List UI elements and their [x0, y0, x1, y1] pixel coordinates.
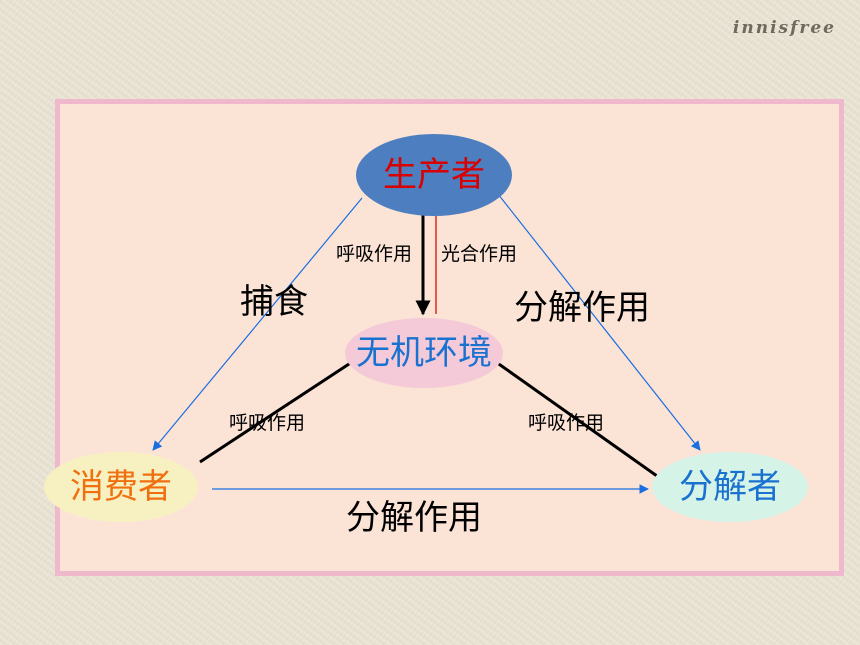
label-consumer-decomposition: 分解作用: [346, 498, 482, 538]
arrow-producer-to-decomposer: [497, 193, 701, 451]
label-producer-decomposition: 分解作用: [514, 288, 650, 328]
label-predation: 捕食: [240, 282, 308, 322]
consumer-node: 消费者: [44, 452, 198, 522]
innisfree-logo: innisfree: [732, 18, 836, 38]
decomposer-node: 分解者: [652, 452, 808, 522]
label-consumer-respiration: 呼吸作用: [229, 412, 306, 434]
producer-node: 生产者: [356, 134, 512, 216]
label-decomposer-respiration: 呼吸作用: [528, 412, 605, 434]
label-producer-respiration: 呼吸作用: [336, 243, 413, 265]
line-decomposer-to-environment: [495, 360, 658, 478]
label-photosynthesis: 光合作用: [441, 243, 518, 265]
arrow-producer-to-consumer: [152, 197, 363, 451]
line-consumer-to-environment: [199, 360, 353, 464]
environment-node: 无机环境: [345, 318, 503, 388]
